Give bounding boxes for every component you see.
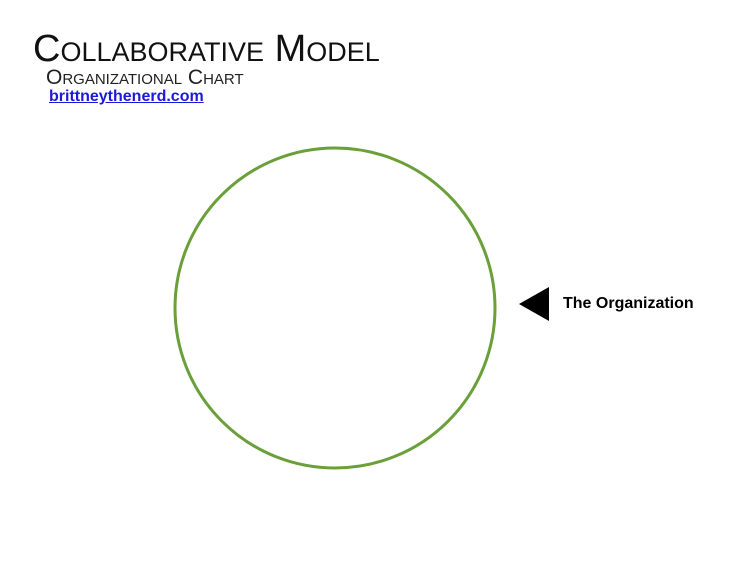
page-subtitle: Organizational Chart xyxy=(46,66,244,89)
page-title: Collaborative Model xyxy=(33,28,380,70)
website-link[interactable]: brittneythenerd.com xyxy=(49,88,204,105)
left-triangle-arrow-icon xyxy=(519,287,549,321)
organization-label: The Organization xyxy=(563,295,694,312)
organization-circle xyxy=(173,146,497,470)
